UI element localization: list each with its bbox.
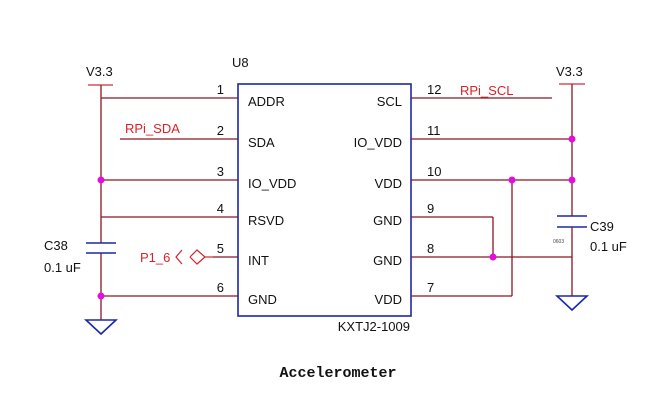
pin-name-vdd-10: VDD (375, 176, 402, 191)
pin-name-gnd-left: GND (248, 292, 277, 307)
pin-number-6: 6 (217, 280, 224, 295)
ground-symbol-left (83, 319, 119, 336)
power-symbol-left: V3.3 (86, 64, 113, 98)
pin-name-int: INT (248, 253, 269, 268)
capacitor-c39 (557, 215, 587, 228)
c38-value: 0.1 uF (44, 260, 81, 275)
junction-dot (97, 176, 105, 184)
pin-name-io-vdd-right: IO_VDD (354, 135, 402, 150)
power-symbol-right: V3.3 (556, 64, 585, 216)
junction-dot (97, 292, 105, 300)
pin-number-4: 4 (217, 201, 224, 216)
ic-body (237, 83, 412, 317)
pin-number-7: 7 (427, 280, 434, 295)
pin-name-addr: ADDR (248, 94, 285, 109)
pin-number-5: 5 (217, 241, 224, 256)
junction-dot (568, 135, 576, 143)
pin-name-vdd-7: VDD (375, 292, 402, 307)
net-label-p1-6: P1_6 (140, 250, 170, 265)
pin-number-9: 9 (427, 201, 434, 216)
junction-dot (568, 176, 576, 184)
ic-value: KXTJ2-1009 (338, 319, 410, 334)
junction-dot (508, 176, 516, 184)
c38-ref: C38 (44, 238, 68, 253)
pin-name-scl: SCL (377, 94, 402, 109)
pin-number-10: 10 (427, 164, 441, 179)
pin-number-8: 8 (427, 241, 434, 256)
power-label-right: V3.3 (556, 64, 583, 79)
pin-number-11: 11 (427, 123, 441, 138)
power-label-left: V3.3 (86, 64, 113, 79)
ground-symbol-right (554, 295, 590, 312)
ic-ref: U8 (232, 55, 249, 70)
pin-name-rsvd: RSVD (248, 213, 284, 228)
junction-dot (489, 253, 497, 261)
int-port-flag-icon (189, 249, 206, 265)
net-label-rpi-sda: RPi_SDA (125, 121, 180, 136)
capacitor-c38 (86, 242, 116, 254)
pin-name-io-vdd-left: IO_VDD (248, 176, 296, 191)
net-label-rpi-scl: RPi_SCL (460, 83, 513, 98)
int-port-arrow-icon (175, 249, 183, 265)
pin-name-gnd-8: GND (373, 253, 402, 268)
c39-value: 0.1 uF (590, 239, 627, 254)
pin-number-1: 1 (217, 82, 224, 97)
c39-ref: C39 (590, 219, 614, 234)
c39-package: 0603 (553, 239, 564, 245)
pin-name-sda: SDA (248, 135, 275, 150)
pin-number-12: 12 (427, 82, 441, 97)
pin-number-3: 3 (217, 164, 224, 179)
diagram-caption: Accelerometer (279, 365, 396, 382)
pin-number-2: 2 (217, 123, 224, 138)
pin-name-gnd-9: GND (373, 213, 402, 228)
